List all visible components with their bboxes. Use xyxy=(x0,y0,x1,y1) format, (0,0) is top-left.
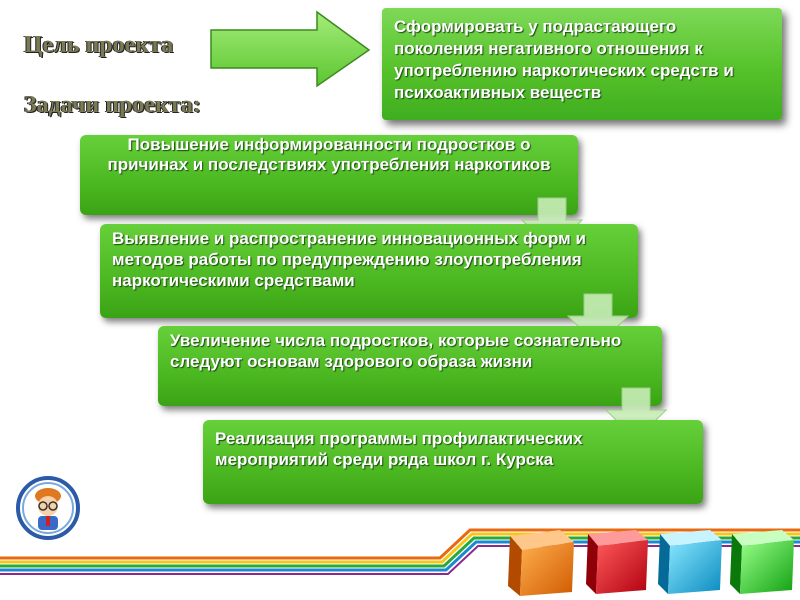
blue-cube xyxy=(658,530,722,594)
task-text-4: Реализация программы профилактических ме… xyxy=(215,429,583,469)
task-box-1: Повышение информированности подростков о… xyxy=(80,135,578,215)
task-text-2: Выявление и распространение инновационны… xyxy=(112,229,586,290)
task-box-4: Реализация программы профилактических ме… xyxy=(203,420,703,504)
task-box-2: Выявление и распространение инновационны… xyxy=(100,224,638,318)
tasks-heading: Задачи проекта: xyxy=(24,92,201,118)
goal-heading: Цель проекта xyxy=(24,32,174,58)
green-cube xyxy=(730,530,794,594)
student-mascot-icon xyxy=(16,476,80,540)
task-text-1: Повышение информированности подростков о… xyxy=(107,135,551,174)
colored-cubes-image xyxy=(508,530,794,596)
orange-cube xyxy=(508,530,574,596)
task-box-3: Увеличение числа подростков, которые соз… xyxy=(158,326,662,406)
right-arrow-icon xyxy=(210,10,371,88)
goal-box: Сформировать у подрастающего поколения н… xyxy=(382,8,782,120)
task-text-3: Увеличение числа подростков, которые соз… xyxy=(170,331,622,371)
goal-text: Сформировать у подрастающего поколения н… xyxy=(394,17,734,102)
red-cube xyxy=(586,530,648,594)
